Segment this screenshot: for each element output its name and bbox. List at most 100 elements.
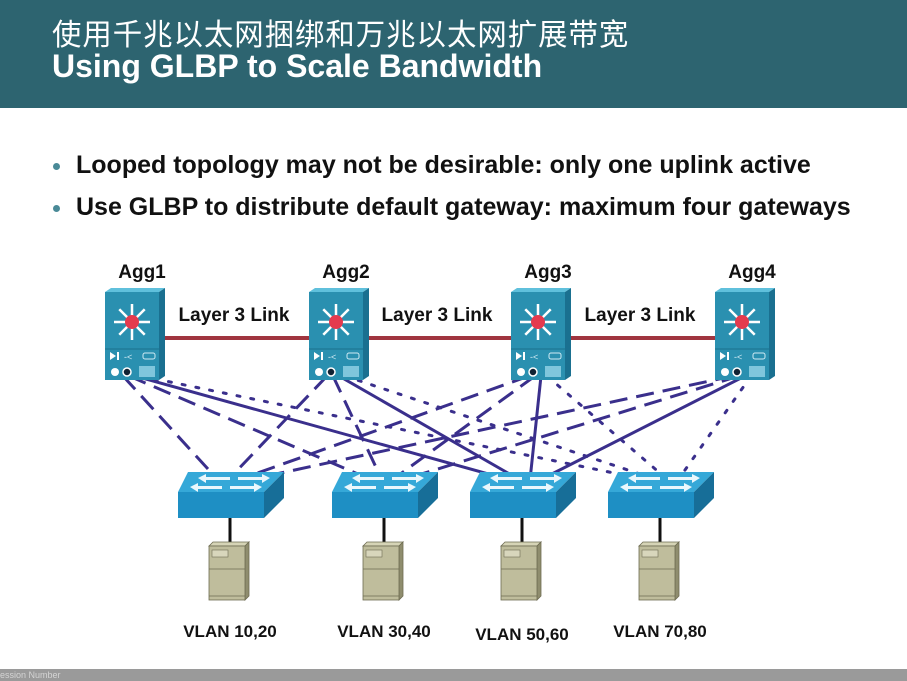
aggregation-switches: Agg1-<Agg2-<Agg3-<Agg4-< (105, 262, 776, 380)
arrow-right-icon (530, 474, 562, 483)
arrow-left-icon (490, 474, 522, 483)
access-switch-front (470, 492, 556, 518)
switch-top-face (105, 288, 165, 292)
play-icon (110, 352, 116, 360)
aggregation-switch-agg2: Agg2-< (309, 262, 370, 380)
title-english: Using GLBP to Scale Bandwidth (52, 48, 543, 84)
server-drive-bay (503, 549, 521, 558)
connector-icon: -< (124, 352, 132, 362)
uplink-agg3-acc1 (237, 374, 530, 482)
server-top (208, 541, 250, 547)
vlan-label: VLAN 30,40 (337, 622, 431, 641)
aggregation-switch-label: Agg1 (118, 262, 166, 283)
access-switch-front (608, 492, 694, 518)
server-side (244, 541, 250, 601)
uplink-agg1-acc1 (121, 374, 220, 482)
server-drive-bay (365, 549, 383, 558)
connector-icon: -< (530, 352, 538, 362)
arrow-right-icon (522, 483, 554, 492)
access-switch-side (694, 472, 714, 518)
access-switches: VLAN 10,20 VLAN 30,40 VLAN 50,60 VLAN 70,80 (178, 472, 714, 644)
bar-icon (321, 352, 323, 360)
access-switch-side (418, 472, 438, 518)
switch-top-face (309, 288, 369, 292)
access-switch-acc4: VLAN 70,80 (608, 472, 714, 641)
uplink-agg2-acc2 (331, 375, 384, 481)
access-switch-side (264, 472, 284, 518)
slide-header: 使用千兆以太网捆绑和万兆以太网扩展带宽 Using GLBP to Scale … (0, 0, 907, 108)
session-number-label: ession Number (0, 670, 61, 680)
bullet-text: Looped topology may not be desirable: on… (76, 151, 811, 179)
aggregation-switch-agg3: Agg3 -< (511, 262, 572, 380)
connector-icon: -< (734, 352, 742, 362)
play-icon (314, 352, 320, 360)
server-top (638, 541, 680, 547)
arrow-left-icon (344, 483, 376, 492)
server-drive-bay (211, 549, 229, 558)
access-switch-front (178, 492, 264, 518)
switch-side-face (565, 288, 571, 380)
uplink-agg3-acc4 (545, 374, 670, 482)
access-switch-acc3: VLAN 50,60 (470, 472, 576, 644)
access-switch-acc1: VLAN 10,20 (178, 472, 284, 641)
vlan-label: VLAN 10,20 (183, 622, 277, 641)
title-chinese: 使用千兆以太网捆绑和万兆以太网扩展带宽 (52, 18, 630, 53)
access-switch-side (556, 472, 576, 518)
aggregation-switch-label: Agg3 (524, 262, 572, 283)
arrow-left-icon (198, 474, 230, 483)
bar-icon (117, 352, 119, 360)
access-switch-acc2: VLAN 30,40 (332, 472, 438, 641)
connector-icon: -< (328, 352, 336, 362)
aggregation-switch-agg1: Agg1 -< (105, 262, 166, 380)
switch-side-face (769, 288, 775, 380)
magnifier-icon (528, 367, 538, 377)
bullet-text: Use GLBP to distribute default gateway: … (76, 193, 851, 221)
arrow-left-icon (190, 483, 222, 492)
bullet-dot-icon (53, 163, 60, 170)
bullet-list: Looped topology may not be desirable: on… (50, 152, 880, 236)
vlan-label: VLAN 50,60 (475, 625, 569, 644)
server-side (536, 541, 542, 601)
uplink-agg1-acc4 (139, 374, 650, 482)
multilayer-switch-icon (531, 315, 545, 329)
uplink-agg3-acc2 (391, 374, 536, 482)
arrow-left-icon (628, 474, 660, 483)
switch-side-face (363, 288, 369, 380)
port-icon (142, 352, 156, 360)
switch-top-face (511, 288, 571, 292)
arrow-right-icon (238, 474, 270, 483)
play-icon (516, 352, 522, 360)
arrow-left-icon (482, 483, 514, 492)
arrow-right-icon (668, 474, 700, 483)
module-icon (139, 366, 155, 377)
vlan-label: VLAN 70,80 (613, 622, 707, 641)
layer3-link-label: Layer 3 Link (585, 305, 696, 326)
arrow-left-icon (352, 474, 384, 483)
arrow-right-icon (384, 483, 416, 492)
uplink-agg1-acc3 (134, 374, 511, 482)
switch-top-face (715, 288, 775, 292)
server-side (674, 541, 680, 601)
uplink-agg1-acc2 (128, 374, 373, 482)
magnifier-icon (732, 367, 742, 377)
uplink-agg2-acc1 (226, 374, 329, 482)
footer-bar: ession Number (0, 669, 907, 681)
multilayer-switch-icon (735, 315, 749, 329)
aggregation-switch-agg4: Agg4-< (715, 262, 776, 380)
arrow-right-icon (230, 483, 262, 492)
module-icon (749, 366, 765, 377)
gear-icon (111, 368, 119, 376)
uplink-agg4-acc2 (401, 374, 740, 482)
server-drive-bay (641, 549, 659, 558)
arrow-left-icon (620, 483, 652, 492)
multilayer-switch-icon (125, 315, 139, 329)
uplink-agg2-acc4 (343, 374, 660, 482)
port-icon (548, 352, 562, 360)
module-icon (343, 366, 359, 377)
gear-icon (721, 368, 729, 376)
uplink-agg4-acc3 (539, 374, 746, 482)
bullet-item: Looped topology may not be desirable: on… (50, 152, 880, 179)
layer3-link-label: Layer 3 Link (382, 305, 493, 326)
